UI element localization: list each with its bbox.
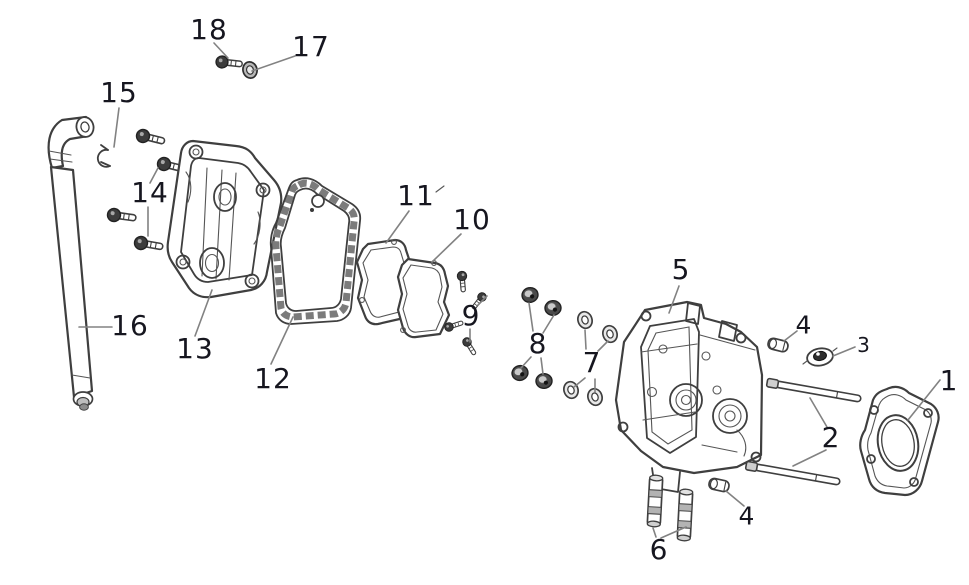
- callout-10: 10: [453, 203, 491, 236]
- part-drawing-10-gasket: [396, 185, 451, 339]
- callout-15: 15: [100, 76, 138, 109]
- part-drawing-3-sensor: [802, 347, 838, 367]
- callout-7: 7: [582, 346, 602, 379]
- part-drawing-5-cylinder-head: [614, 300, 764, 493]
- callout-5: 5: [671, 253, 691, 286]
- part-drawing-18-bolt: [214, 54, 244, 71]
- callout-6: 6: [649, 533, 669, 566]
- callout-1: 1: [939, 364, 959, 397]
- callout-18: 18: [190, 13, 228, 46]
- callout-17: 17: [292, 30, 330, 63]
- part-drawing-15-clamp: [96, 144, 111, 168]
- part-drawing-1-head-gasket: [859, 385, 940, 497]
- callout-12: 12: [254, 362, 292, 395]
- part-drawing-17-nut: [242, 61, 258, 79]
- callout-2: 2: [821, 421, 841, 454]
- callout-leader-lines: [78, 42, 941, 539]
- callout-16: 16: [111, 309, 149, 342]
- callout-9: 9: [461, 299, 481, 332]
- callout-13: 13: [176, 332, 214, 365]
- callout-11: 11: [397, 179, 435, 212]
- callout-8: 8: [528, 327, 548, 360]
- callout-4-lower: 4: [738, 501, 756, 531]
- callout-14: 14: [131, 176, 169, 209]
- callout-4-upper: 4: [795, 310, 813, 340]
- part-drawing-12-cover-gasket: [269, 177, 362, 325]
- callout-3: 3: [857, 333, 871, 357]
- part-drawing-13-valve-cover: [166, 139, 283, 299]
- part-drawing-16-breather-pipe: [47, 115, 95, 411]
